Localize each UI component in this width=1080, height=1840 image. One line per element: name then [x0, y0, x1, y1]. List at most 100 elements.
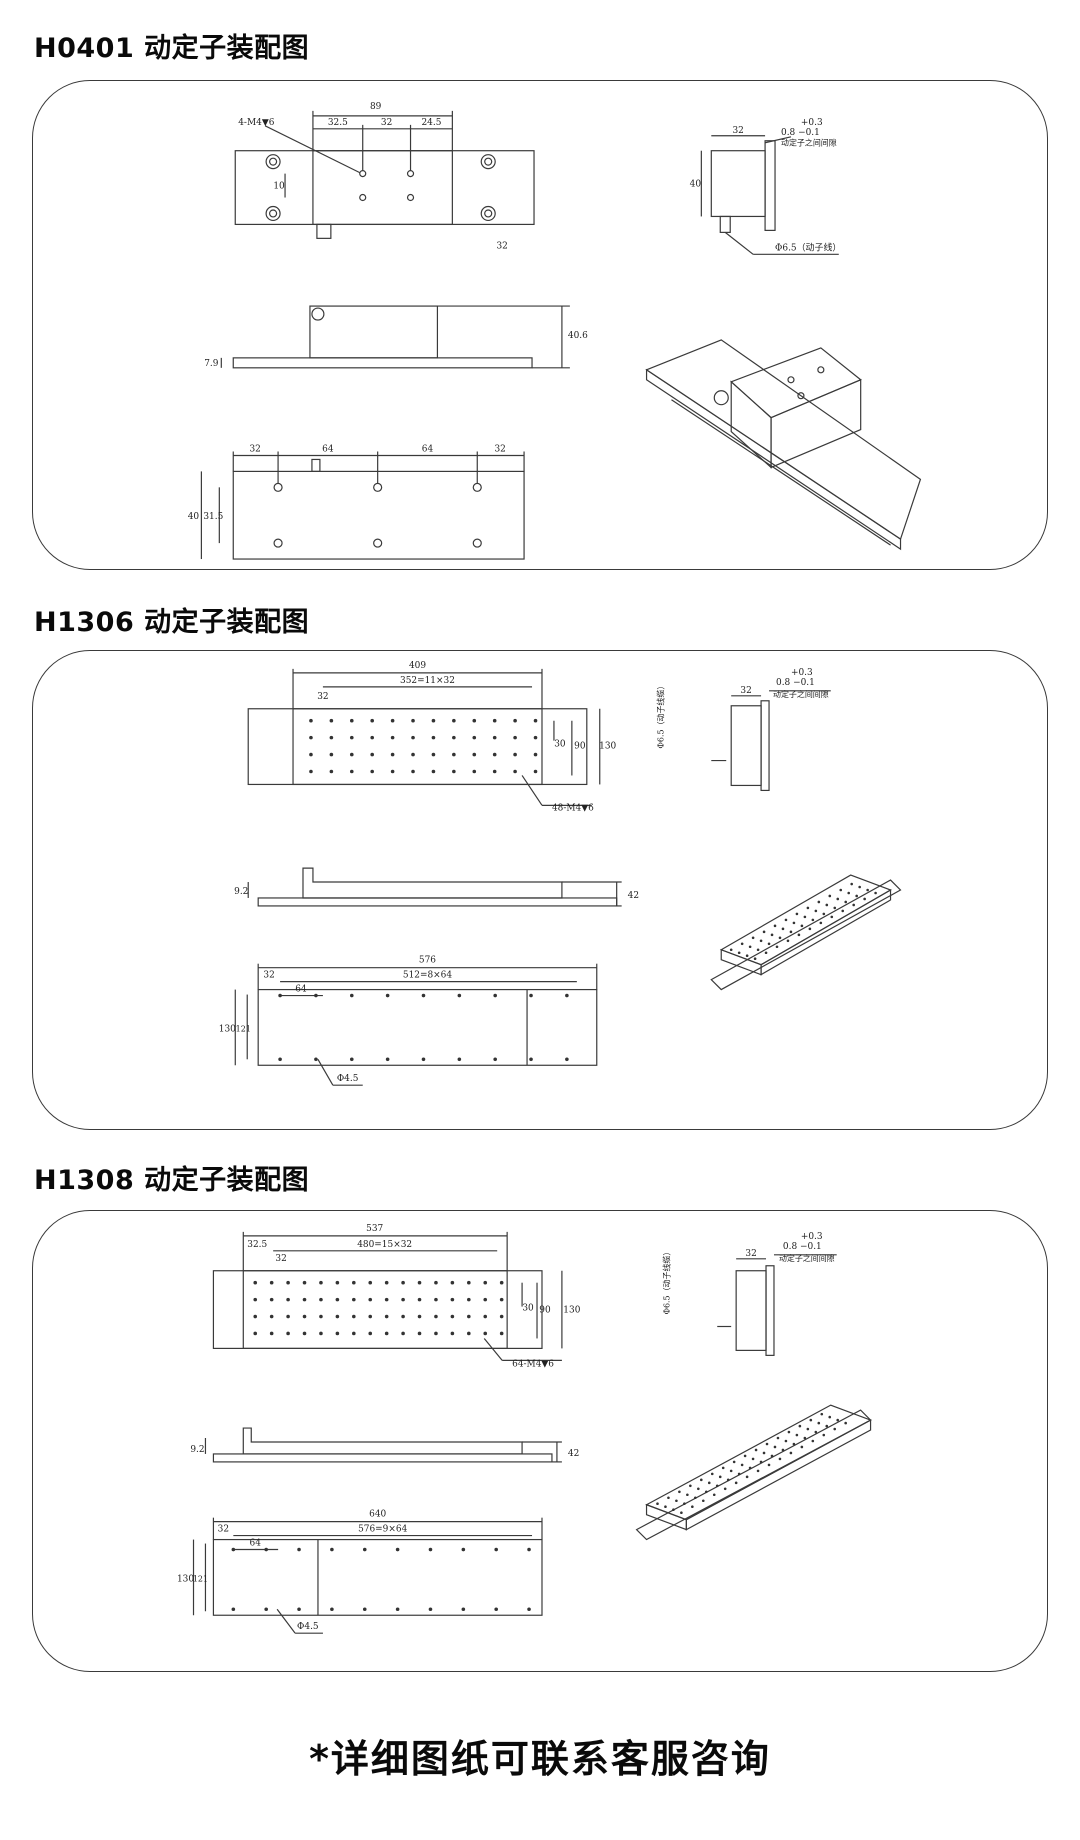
mounting-hole	[467, 1280, 471, 1285]
mounting-hole	[269, 1280, 274, 1285]
cable-label: Φ6.5（动子线缆）	[661, 1248, 671, 1315]
isometric-hole	[745, 1475, 749, 1479]
dim-height: 130	[563, 1306, 580, 1316]
mounting-hole	[492, 718, 497, 723]
isometric-hole	[800, 1445, 804, 1449]
dim-pitch: 480=15×32	[357, 1240, 412, 1250]
mounting-hole	[384, 1331, 389, 1336]
mounting-hole	[533, 752, 538, 757]
side-height: 42	[628, 891, 639, 901]
mounting-hole	[231, 1607, 236, 1612]
bottom-overall: 640	[369, 1510, 386, 1520]
bottom-height: 40	[188, 512, 200, 522]
isometric-hole	[697, 1487, 700, 1491]
isometric-hole	[740, 942, 744, 946]
mounting-hole	[492, 735, 497, 740]
dim-first: 32.5	[247, 1240, 267, 1250]
mounting-hole	[368, 1314, 373, 1319]
bottom-dim-3: 64	[422, 444, 434, 454]
isometric-hole	[852, 903, 855, 907]
isometric-hole	[806, 906, 810, 910]
mounting-hole	[434, 1331, 438, 1336]
mounting-hole	[395, 1547, 400, 1552]
mounting-hole	[401, 1297, 405, 1302]
mounting-hole	[499, 1314, 504, 1319]
mounting-hole	[370, 752, 374, 757]
mounting-hole	[457, 993, 462, 998]
mounting-hole	[450, 1280, 455, 1285]
hole-callout: 48-M4▼6	[552, 803, 594, 813]
isometric-hole	[686, 1493, 689, 1497]
gap-tol-upper: +0.3	[801, 1232, 823, 1242]
mounting-hole	[401, 1314, 405, 1319]
mounting-hole	[269, 1314, 274, 1319]
mounting-hole	[499, 1297, 504, 1302]
isometric-hole	[729, 948, 733, 952]
mounting-hole	[401, 1331, 405, 1336]
end-height: 40	[690, 180, 702, 190]
mounting-hole	[370, 735, 374, 740]
mounting-hole	[513, 735, 517, 740]
isometric-hole	[784, 1439, 788, 1443]
mounting-hole	[385, 1057, 390, 1062]
isometric-hole	[798, 1424, 802, 1428]
mounting-hole	[390, 752, 395, 757]
side-base: 9.2	[234, 887, 248, 897]
mounting-hole	[533, 735, 538, 740]
mounting-hole	[417, 1280, 422, 1285]
mover-block-top	[312, 150, 453, 226]
mounting-hole	[390, 769, 395, 774]
isometric-hole	[822, 912, 826, 916]
mounting-hole	[565, 1057, 569, 1062]
mounting-hole	[302, 1297, 307, 1302]
mounting-hole	[349, 769, 354, 774]
bottom-inner: 31.5	[203, 512, 223, 522]
mounting-hole	[428, 1607, 433, 1612]
mounting-hole	[493, 993, 497, 998]
mounting-hole	[483, 1314, 488, 1319]
end-width: 32	[740, 686, 751, 696]
isometric-hole	[748, 1466, 752, 1470]
isometric-hole	[762, 1451, 766, 1455]
mounting-hole	[384, 1297, 389, 1302]
mounting-hole	[362, 1607, 367, 1612]
section-title-h0401: H0401 动定子装配图	[34, 33, 310, 64]
isometric-hole	[751, 936, 755, 940]
bottom-first: 32	[263, 971, 274, 981]
hole-callout: 4-M4▼6	[238, 118, 274, 128]
mounting-hole	[417, 1297, 422, 1302]
end-width: 32	[732, 126, 743, 136]
isometric-hole	[809, 1418, 813, 1422]
isometric-hole	[850, 882, 853, 886]
isometric-hole	[701, 1499, 705, 1503]
mounting-hole	[401, 1280, 405, 1285]
isometric-hole	[839, 888, 843, 892]
isometric-hole	[797, 933, 801, 937]
isometric-hole	[841, 909, 845, 913]
gap-label: 动定子之间间隙	[773, 689, 829, 699]
mounting-hole	[231, 1547, 236, 1552]
isometric-hole	[759, 1460, 763, 1464]
mounting-hole	[452, 718, 456, 723]
gap-tol-lower: 0.8 −0.1	[781, 128, 820, 138]
isometric-holes-h1308	[656, 1412, 847, 1514]
mounting-hole	[467, 1314, 471, 1319]
isometric-hole	[683, 1502, 686, 1506]
mounting-hole	[467, 1331, 471, 1336]
bottom-inner: 121	[193, 1574, 208, 1583]
mounting-hole	[472, 735, 477, 740]
isometric-hole	[811, 1439, 815, 1443]
dim-first: 32	[317, 692, 328, 702]
mounting-hole	[431, 735, 436, 740]
isometric-hole	[800, 924, 804, 928]
gap-tol-upper: +0.3	[801, 118, 823, 128]
mounting-hole	[330, 1607, 334, 1612]
mounting-hole	[253, 1331, 258, 1336]
mounting-hole	[483, 1280, 488, 1285]
mounting-hole	[352, 1331, 356, 1336]
isometric-hole	[743, 1454, 747, 1458]
dim-pitch: 352=11×32	[400, 676, 455, 686]
mounting-hole	[264, 1607, 268, 1612]
isometric-hole	[753, 957, 757, 961]
mounting-hole	[431, 752, 436, 757]
